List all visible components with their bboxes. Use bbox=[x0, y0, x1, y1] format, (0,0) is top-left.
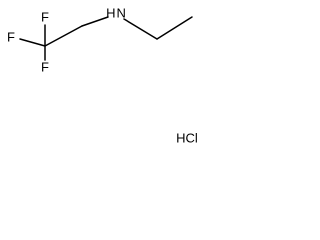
amine-nh-label: H N bbox=[106, 5, 126, 20]
bond-cf3-ch2 bbox=[44, 25, 83, 47]
fluorine-bottom-label: F bbox=[41, 59, 49, 74]
hydrochloride-label: HCl bbox=[176, 130, 198, 145]
chemical-structure-diagram: F F F H N HCl bbox=[7, 5, 198, 145]
fluorine-left-label: F bbox=[7, 29, 15, 44]
fluorine-top-label: F bbox=[41, 9, 49, 24]
bond-cf-left bbox=[19, 38, 46, 47]
bond-ch2-n bbox=[81, 16, 109, 27]
bond-ch2-ch2 bbox=[156, 16, 193, 40]
bond-n-ch2 bbox=[123, 18, 158, 40]
